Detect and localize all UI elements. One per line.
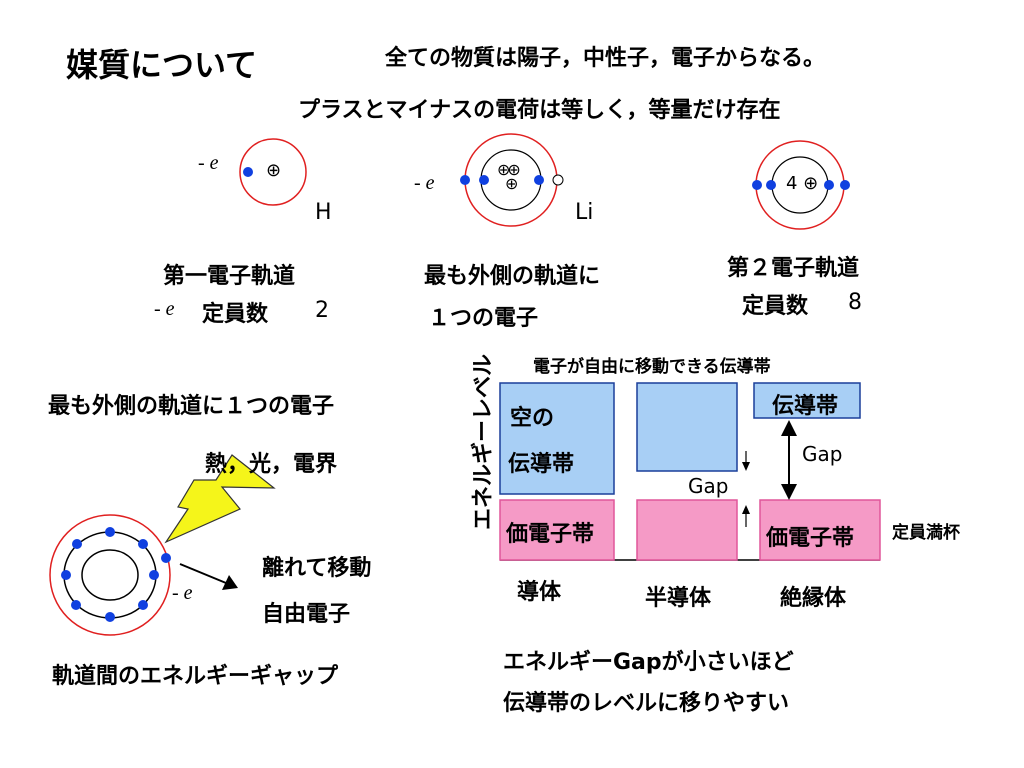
- li-caption-line1: 最も外側の軌道に: [424, 264, 601, 289]
- orbit-electron: [138, 539, 148, 549]
- li-caption-line2: １つの電子: [428, 306, 539, 331]
- h-electron-symbol: - e: [198, 152, 219, 174]
- subtitle-line2: プラスとマイナスの電荷は等しく，等量だけ存在: [298, 98, 781, 123]
- page-title: 媒質について: [66, 46, 258, 84]
- li-nucleus-top: ⊕⊕: [497, 160, 521, 179]
- conductor-valence-band: [499, 499, 615, 561]
- semi-gap-arrowhead-up: [742, 505, 750, 514]
- orbit-electron: [72, 539, 82, 549]
- h-nucleus-symbol: ⊕: [266, 160, 282, 181]
- h-atom-label: H: [315, 200, 332, 225]
- orbit-electron: [149, 570, 159, 580]
- conductor-name: 導体: [517, 580, 562, 605]
- insulator-valence-label: 価電子帯: [766, 526, 855, 551]
- li-atom-label: Li: [575, 200, 594, 225]
- subtitle-line1: 全ての物質は陽子，中性子，電子からなる。: [385, 46, 826, 71]
- insulator-conduction-label: 伝導帯: [772, 394, 839, 419]
- atom3-capacity: 8: [848, 290, 862, 315]
- li-electron-symbol: - e: [414, 172, 435, 194]
- orbit-gap-footer: 軌道間のエネルギーギャップ: [52, 664, 339, 689]
- conductor-valence-label: 価電子帯: [506, 522, 595, 547]
- full-capacity-label: 定員満杯: [892, 523, 960, 543]
- semi-gap-arrowhead-down: [742, 462, 750, 471]
- conclusion-line1: エネルギーGapが小さいほど: [503, 650, 794, 675]
- atom3-nucleus-label: 4 ⊕: [786, 173, 819, 194]
- insulator-gap-arrowhead-down: [781, 484, 797, 500]
- h-capacity: 2: [315, 298, 329, 323]
- hydrogen-atom: [239, 138, 307, 206]
- semiconductor-gap-label: Gap: [688, 474, 729, 498]
- orbit-electron: [61, 570, 71, 580]
- insulator-gap-arrowhead-up: [781, 420, 797, 436]
- insulator-valence-band: [759, 499, 881, 561]
- outer-orbit: [49, 514, 171, 636]
- semiconductor-valence-band: [636, 499, 738, 561]
- li-hole: [552, 174, 564, 186]
- h-electron: [243, 167, 253, 177]
- conductor-upper-line2: 伝導帯: [508, 452, 575, 477]
- h-caption-line1: 第一電子軌道: [163, 264, 296, 289]
- h-orbit: [239, 138, 307, 206]
- free-electron-symbol: - e: [172, 582, 193, 604]
- conductor-conduction-band: [499, 382, 615, 495]
- energy-causes: 熱，光，電界: [205, 452, 338, 477]
- insulator-name: 絶縁体: [780, 586, 847, 611]
- h-caption-line2: 定員数: [202, 302, 269, 327]
- orbit-electron: [71, 600, 81, 610]
- move-line2: 自由電子: [262, 602, 351, 627]
- atom3-caption-line2: 定員数: [742, 294, 809, 319]
- lightning-bolt-icon: [164, 454, 276, 544]
- semiconductor-name: 半導体: [645, 586, 712, 611]
- h-caption-electron-symbol: - e: [154, 298, 175, 320]
- orbit-electron: [138, 600, 148, 610]
- move-line1: 離れて移動: [262, 556, 372, 581]
- atom3-caption-line1: 第２電子軌道: [727, 256, 860, 281]
- escape-arrow-head: [222, 575, 238, 590]
- atom3-electron: [840, 180, 850, 190]
- band-top-label: 電子が自由に移動できる伝導帯: [533, 357, 771, 377]
- insulator-gap-label: Gap: [802, 442, 843, 466]
- band-diagram: [499, 382, 881, 561]
- orbit-electron: [105, 612, 115, 622]
- atom3-electron: [824, 180, 834, 190]
- li-electron: [479, 175, 489, 185]
- free-electron: [161, 553, 171, 563]
- conductor-upper-line1: 空の: [510, 406, 555, 431]
- second-shell-atom: [752, 140, 850, 230]
- escape-arrow-line: [179, 563, 227, 584]
- lithium-atom: [460, 133, 564, 227]
- insulator-conduction-band: [753, 382, 861, 419]
- atom3-electron: [766, 180, 776, 190]
- energy-axis-label: エネルギーレベル: [471, 353, 496, 530]
- li-electron: [460, 175, 470, 185]
- atom3-electron: [752, 180, 762, 190]
- li-nucleus-bottom: ⊕: [505, 174, 519, 193]
- semiconductor-conduction-band: [636, 382, 738, 472]
- orbit-electron: [105, 527, 115, 537]
- conclusion-line2: 伝導帯のレベルに移りやすい: [503, 691, 790, 716]
- inner-orbit: [81, 549, 139, 601]
- multi-orbit-atom: [49, 514, 171, 636]
- outer-electron-heading: 最も外側の軌道に１つの電子: [48, 394, 335, 419]
- li-electron: [534, 175, 544, 185]
